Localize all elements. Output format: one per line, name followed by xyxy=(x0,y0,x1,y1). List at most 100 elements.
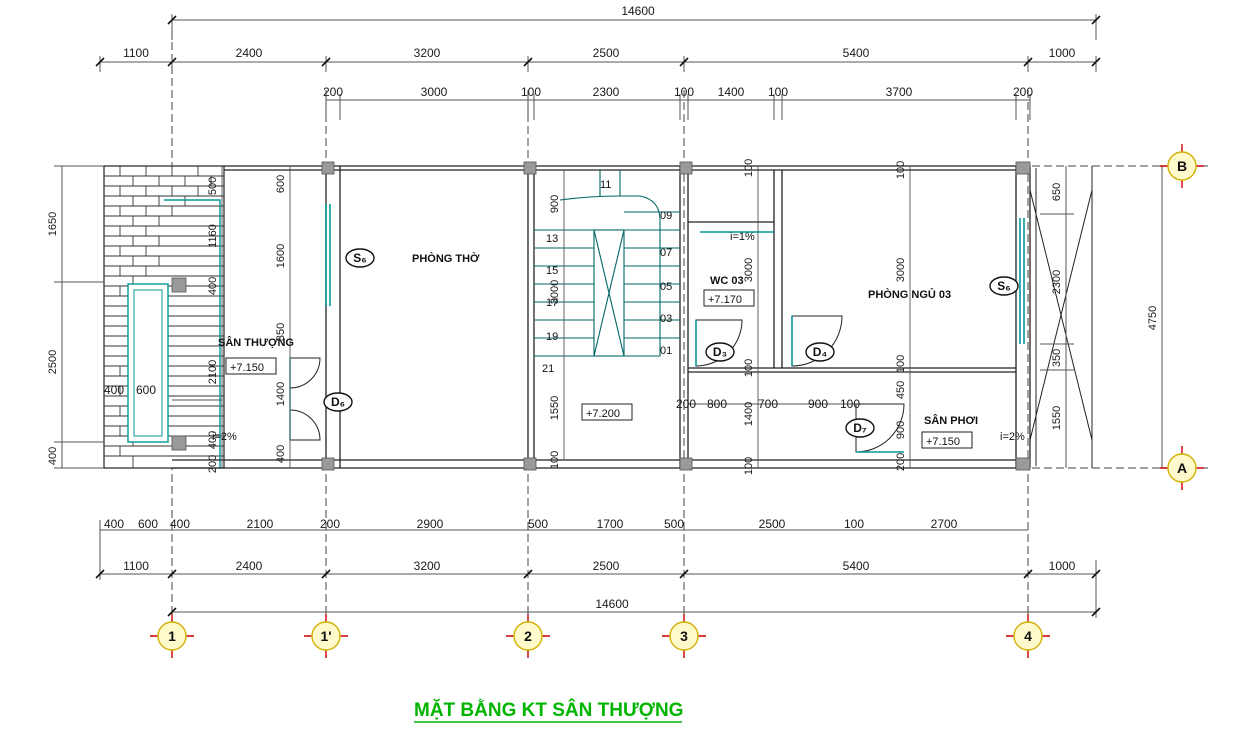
bot1-dim-11: 100 xyxy=(844,517,864,531)
interior-dims: 500 1160 400 2100 400 200 600 1600 350 1… xyxy=(104,159,907,475)
step-03: 03 xyxy=(660,313,672,325)
drawing-title: MẶT BẰNG KT SÂN THƯỢNG xyxy=(414,699,683,721)
bot1-dim-6: 2900 xyxy=(417,517,444,531)
step-11: 11 xyxy=(600,179,611,191)
dim-h-700: 700 xyxy=(758,397,778,411)
dim-100-bed: 100 xyxy=(895,355,907,373)
bot2-dim-1: 1100 xyxy=(123,559,149,573)
bot1-dim-8: 1700 xyxy=(597,517,624,531)
bot1-dim-7: 500 xyxy=(528,517,548,531)
grid-marker-3 xyxy=(662,614,706,658)
dim-100-wc-bot: 100 xyxy=(743,457,755,475)
bot2-dim-6: 1000 xyxy=(1049,559,1076,573)
dim-h-100: 100 xyxy=(840,397,860,411)
left-dim-1650: 1650 xyxy=(47,212,59,236)
dim-400-b: 400 xyxy=(207,431,219,449)
grid-marker-1 xyxy=(150,614,194,658)
top-dim-3: 3200 xyxy=(414,46,441,60)
dim-350: 350 xyxy=(275,323,287,341)
bot1-dim-10: 2500 xyxy=(759,517,786,531)
grid-label-4: 4 xyxy=(1024,628,1032,644)
level-boxes xyxy=(225,289,973,449)
dim-h-600: 600 xyxy=(136,383,156,397)
top-total-dim: 14600 xyxy=(621,4,655,18)
left-dimensions xyxy=(54,165,104,469)
dim-1550-stair: 1550 xyxy=(549,396,561,420)
right-total-dim: 4750 xyxy=(1147,306,1159,330)
bottom-dimensions xyxy=(99,520,1097,618)
grid-label-3: 3 xyxy=(680,628,688,644)
right-dim-650: 650 xyxy=(1051,183,1063,201)
room-san-thuong: SÂN THƯỢNG xyxy=(218,336,294,349)
bot2-dim-3: 3200 xyxy=(414,559,441,573)
bottom-total-dim: 14600 xyxy=(595,597,629,611)
right-dimensions xyxy=(1040,166,1163,468)
bot1-dim-1: 400 xyxy=(104,517,124,531)
door-tag-d4: D₄ xyxy=(813,345,828,359)
right-balcony xyxy=(1029,166,1093,468)
dim-h-200: 200 xyxy=(676,397,696,411)
step-13: 13 xyxy=(546,233,558,245)
top2-dim-1: 200 xyxy=(323,85,343,99)
bottom-dimension-ticks xyxy=(95,569,1101,617)
grid-label-2: 2 xyxy=(524,628,532,644)
top-dim-4: 2500 xyxy=(593,46,620,60)
grid-label-1: 1 xyxy=(168,628,176,644)
top-dim-5: 5400 xyxy=(843,46,870,60)
interior-dimension-lines xyxy=(172,166,911,468)
dim-1600: 1600 xyxy=(275,244,287,268)
step-15: 15 xyxy=(546,265,558,277)
bot1-dim-12: 2700 xyxy=(931,517,958,531)
stair-step-numbers: 11 09 13 07 15 05 17 03 19 01 21 xyxy=(542,179,672,375)
dim-400-c: 400 xyxy=(275,445,287,463)
dim-h-800: 800 xyxy=(707,397,727,411)
grid-label-B: B xyxy=(1177,158,1187,174)
dim-2100: 2100 xyxy=(207,360,219,384)
slope-left: i=2% xyxy=(212,431,237,443)
dim-3000-bed: 3000 xyxy=(895,258,907,282)
room-wc: WC 03 xyxy=(710,275,744,287)
top-dim-2: 2400 xyxy=(236,46,263,60)
step-05: 05 xyxy=(660,281,672,293)
bot2-dim-2: 2400 xyxy=(236,559,263,573)
dim-100-stair: 100 xyxy=(549,451,561,469)
dim-900: 900 xyxy=(549,195,561,213)
grid-marker-A xyxy=(1160,446,1204,490)
top2-dim-4: 2300 xyxy=(593,85,620,99)
dim-3000-stair: 3000 xyxy=(549,280,561,304)
bot1-dim-2: 600 xyxy=(138,517,158,531)
grid-marker-B xyxy=(1160,144,1204,188)
door-tag-d7: D₇ xyxy=(853,421,867,435)
grid-markers xyxy=(150,144,1204,658)
top2-dim-9: 200 xyxy=(1013,85,1033,99)
left-dim-400: 400 xyxy=(47,447,59,465)
columns xyxy=(171,161,1031,471)
top-dim-6: 1000 xyxy=(1049,46,1076,60)
dim-h-400: 400 xyxy=(104,383,124,397)
top2-dim-3: 100 xyxy=(521,85,541,99)
room-phong-ngu: PHÒNG NGỦ 03 xyxy=(868,288,951,301)
room-phong-tho: PHÒNG THỜ xyxy=(412,252,480,265)
top-dim-1: 1100 xyxy=(123,46,149,60)
dim-200-a: 200 xyxy=(207,455,219,473)
dim-900-bed: 900 xyxy=(895,421,907,439)
dim-100-bed-top: 100 xyxy=(895,161,907,179)
top2-dim-2: 3000 xyxy=(421,85,448,99)
dim-100-wc-top: 100 xyxy=(743,159,755,177)
window-tag-s6a: S₆ xyxy=(353,251,366,265)
right-dim-2300: 2300 xyxy=(1051,270,1063,294)
window-tag-s6b: S₆ xyxy=(997,279,1010,293)
dim-200-bed: 200 xyxy=(895,453,907,471)
brick-parapet xyxy=(103,165,225,469)
left-dim-2500: 2500 xyxy=(47,350,59,374)
dim-3000-wc: 3000 xyxy=(743,258,755,282)
step-21: 21 xyxy=(542,363,554,375)
door-tag-d6: D₆ xyxy=(331,395,345,409)
dim-400-a: 400 xyxy=(207,277,219,295)
dim-1400: 1400 xyxy=(275,382,287,406)
top2-dim-6: 1400 xyxy=(718,85,745,99)
bot1-dim-3: 400 xyxy=(170,517,190,531)
windows xyxy=(325,204,1025,344)
level-san-phoi: +7.150 xyxy=(926,436,960,448)
